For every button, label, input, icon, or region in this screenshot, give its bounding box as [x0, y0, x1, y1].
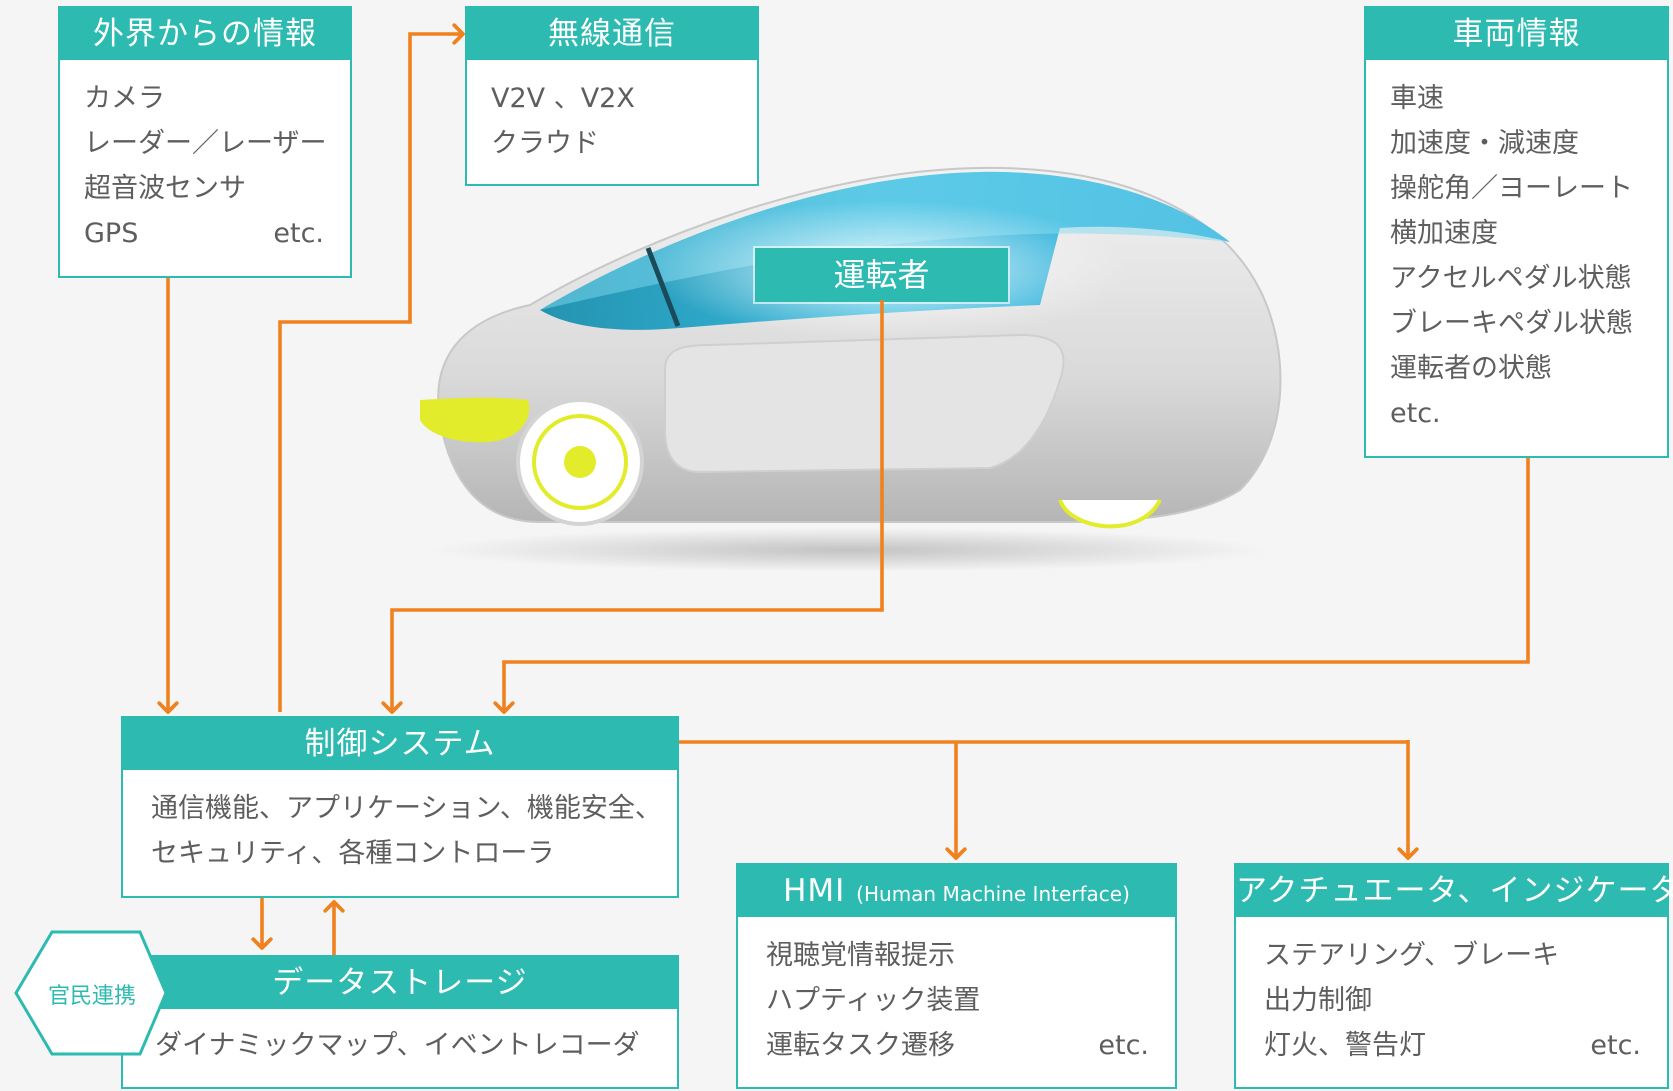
hmi-list: 視聴覚情報提示 ハプティック装置 運転タスク遷移 etc. — [738, 917, 1175, 1068]
hexagon-badge — [14, 930, 168, 1056]
control-system-list: 通信機能、アプリケーション、機能安全、 セキュリティ、各種コントローラ — [123, 770, 677, 876]
list-item: 操舵角／ヨーレート — [1390, 173, 1633, 204]
list-item-row: GPS etc. — [84, 211, 350, 256]
list-item: アクセルペダル状態 — [1390, 263, 1632, 294]
actuator-box: アクチュエータ、インジケータ ステアリング、ブレーキ 出力制御 灯火、警告灯 e… — [1234, 863, 1673, 1089]
vehicle-info-list: 車速 加速度・減速度 操舵角／ヨーレート 横加速度 アクセルペダル状態 ブレーキ… — [1366, 60, 1667, 436]
list-item: 車速 — [1390, 83, 1444, 114]
list-item: クラウド — [491, 128, 599, 159]
list-item: 運転者の状態 — [1390, 353, 1552, 384]
list-item: 出力制御 — [1264, 985, 1372, 1016]
list-item: GPS — [84, 218, 139, 249]
driver-label: 運転者 — [755, 248, 1008, 302]
list-item: 視聴覚情報提示 — [766, 940, 955, 971]
actuator-title: アクチュエータ、インジケータ — [1236, 865, 1673, 917]
list-item-row: 灯火、警告灯 etc. — [1264, 1023, 1667, 1068]
hmi-title: HMI (Human Machine Interface) — [738, 865, 1175, 917]
control-system-box: 制御システム 通信機能、アプリケーション、機能安全、 セキュリティ、各種コントロ… — [121, 716, 679, 898]
list-item: 通信機能、アプリケーション、機能安全、 — [151, 793, 662, 824]
hmi-title-main: HMI — [783, 873, 846, 909]
list-item: ブレーキペダル状態 — [1390, 308, 1633, 339]
etc-label: etc. — [1098, 1030, 1149, 1061]
data-storage-list: ダイナミックマップ、イベントレコーダ — [123, 1009, 677, 1068]
hmi-title-sub: (Human Machine Interface) — [856, 882, 1130, 906]
arrow-driver-to-control — [381, 300, 884, 714]
list-item: V2V 、V2X — [491, 83, 635, 114]
vehicle-info-title: 車両情報 — [1366, 8, 1667, 60]
data-storage-box: データストレージ ダイナミックマップ、イベントレコーダ — [121, 955, 679, 1089]
list-item: カメラ — [84, 83, 165, 114]
list-item: ハプティック装置 — [766, 985, 981, 1016]
list-item: ステアリング、ブレーキ — [1264, 940, 1560, 971]
list-item: セキュリティ、各種コントローラ — [151, 838, 555, 869]
list-item: 超音波センサ — [84, 173, 246, 204]
external-info-title: 外界からの情報 — [60, 8, 350, 60]
list-item: レーダー／レーザー — [84, 128, 327, 159]
hmi-box: HMI (Human Machine Interface) 視聴覚情報提示 ハプ… — [736, 863, 1177, 1089]
external-info-box: 外界からの情報 カメラ レーダー／レーザー 超音波センサ GPS etc. — [58, 6, 352, 278]
list-item: 加速度・減速度 — [1390, 128, 1579, 159]
list-item: 横加速度 — [1390, 218, 1498, 249]
wireless-title: 無線通信 — [467, 8, 757, 60]
arrow-vehicle-to-control — [493, 458, 1530, 714]
etc-label: etc. — [273, 218, 324, 249]
list-item: 運転タスク遷移 — [766, 1030, 955, 1061]
list-item: etc. — [1390, 398, 1441, 429]
actuator-list: ステアリング、ブレーキ 出力制御 灯火、警告灯 etc. — [1236, 917, 1667, 1068]
list-item: 灯火、警告灯 — [1264, 1030, 1426, 1061]
control-system-title: 制御システム — [123, 718, 677, 770]
wireless-list: V2V 、V2X クラウド — [467, 60, 757, 166]
wireless-box: 無線通信 V2V 、V2X クラウド — [465, 6, 759, 186]
data-storage-title: データストレージ — [123, 957, 677, 1009]
badge-label: 官民連携 — [47, 984, 136, 1009]
vehicle-info-box: 車両情報 車速 加速度・減速度 操舵角／ヨーレート 横加速度 アクセルペダル状態… — [1364, 6, 1669, 458]
list-item: ダイナミックマップ、イベントレコーダ — [155, 1030, 640, 1061]
etc-label: etc. — [1590, 1030, 1641, 1061]
list-item-row: 運転タスク遷移 etc. — [766, 1023, 1175, 1068]
external-info-list: カメラ レーダー／レーザー 超音波センサ GPS etc. — [60, 60, 350, 256]
arrow-control-to-wireless — [278, 23, 465, 712]
